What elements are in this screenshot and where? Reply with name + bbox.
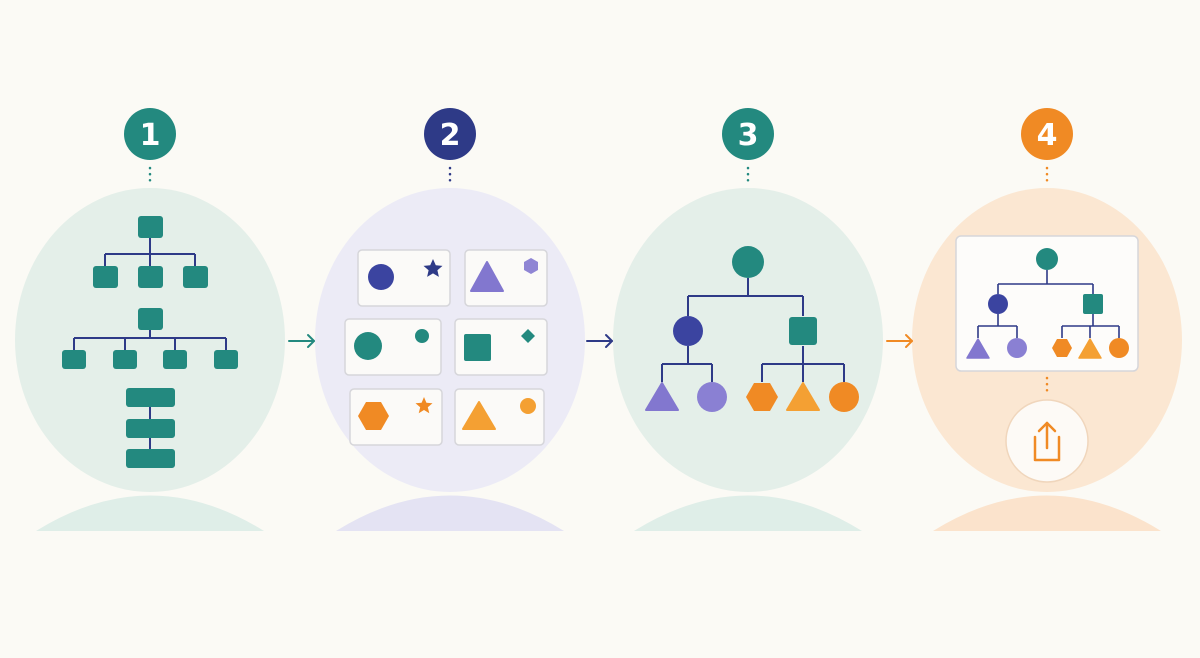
- tree-layout-b: [73, 330, 227, 350]
- arrow-right-icon: [886, 334, 913, 348]
- step-badge-1: 1: [124, 108, 176, 160]
- svg-text:1: 1: [140, 118, 161, 153]
- step-4-export-preview: [955, 235, 1139, 396]
- svg-text:3: 3: [738, 118, 759, 153]
- step-3-shape-tree: [645, 246, 859, 412]
- badge-dotted-connectors: [148, 166, 1049, 186]
- step-badge-2: 2: [424, 108, 476, 160]
- svg-text:4: 4: [1037, 118, 1058, 153]
- arrow-right-icon: [288, 334, 315, 348]
- stacked-layout: [126, 388, 175, 468]
- svg-text:2: 2: [440, 118, 461, 153]
- share-upload-icon[interactable]: [1005, 399, 1089, 483]
- step-1-bubble: [15, 188, 285, 531]
- tree-layout-a: [104, 238, 196, 266]
- arrow-right-icon: [586, 334, 613, 348]
- step-2-shape-cards: [344, 249, 548, 446]
- step-1-tree-layouts: [62, 216, 238, 468]
- step-3-bubble: [613, 188, 883, 531]
- step-badge-4: 4: [1021, 108, 1073, 160]
- step-badge-3: 3: [722, 108, 774, 160]
